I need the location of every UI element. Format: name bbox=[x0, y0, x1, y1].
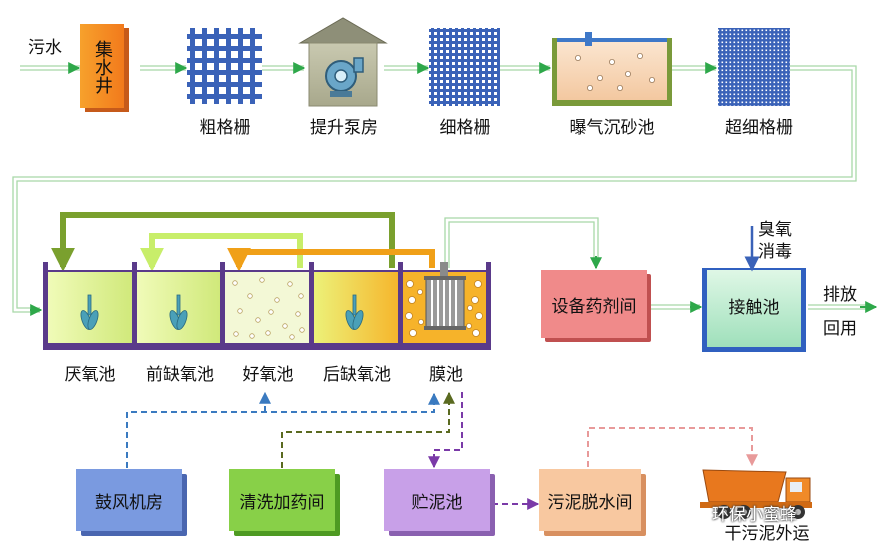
return-line-outer bbox=[51, 212, 395, 272]
sludge-discharge-line bbox=[428, 392, 463, 469]
main-flow-pipe bbox=[12, 65, 870, 313]
cleaning-room-label: 清洗加药间 bbox=[239, 492, 325, 513]
dewatering-room-box: 污泥脱水间 bbox=[539, 469, 646, 536]
collection-well-label: 集水井 bbox=[92, 40, 113, 94]
sludge-tank-label: 贮泥池 bbox=[411, 492, 463, 513]
dry-sludge-line bbox=[587, 427, 758, 467]
blower-room-label: 鼓风机房 bbox=[95, 492, 163, 513]
mixer-icon bbox=[345, 294, 364, 330]
inflow-label: 污水 bbox=[28, 38, 62, 58]
mixer-icon bbox=[169, 294, 188, 330]
reuse-label: 回用 bbox=[823, 319, 857, 339]
chemical-cleaning-line bbox=[281, 391, 455, 468]
tank-label-anaerobic: 厌氧池 bbox=[64, 365, 116, 385]
air-supply-line bbox=[126, 392, 440, 468]
blower-room-box: 鼓风机房 bbox=[76, 469, 187, 536]
contact-tank-icon bbox=[702, 268, 806, 352]
coarse-screen-label: 粗格栅 bbox=[199, 118, 251, 138]
watermark: 环保小蜜蜂 bbox=[712, 505, 797, 525]
fine-screen-label: 细格栅 bbox=[439, 118, 491, 138]
pump-house-label: 提升泵房 bbox=[310, 118, 378, 138]
discharge-label: 排放 bbox=[823, 285, 857, 305]
tank-row bbox=[43, 262, 491, 350]
equipment-room-box: 设备药剂间 bbox=[541, 270, 651, 342]
mixer-icon bbox=[80, 294, 99, 330]
sludge-tank-box: 贮泥池 bbox=[384, 469, 495, 536]
collection-well bbox=[80, 24, 129, 112]
grit-chamber-label: 曝气沉砂池 bbox=[569, 118, 655, 138]
contact-tank-label: 接触池 bbox=[728, 298, 780, 318]
pump-house-icon bbox=[298, 17, 388, 107]
membrane-module-icon bbox=[424, 262, 466, 330]
tank-label-pre-anoxic: 前缺氧池 bbox=[146, 365, 214, 385]
tank-label-post-anoxic: 后缺氧池 bbox=[323, 365, 391, 385]
membrane-bubbles bbox=[405, 280, 483, 337]
truck-icon bbox=[700, 469, 812, 519]
grit-chamber-icon bbox=[552, 32, 672, 106]
tank-label-aerobic: 好氧池 bbox=[242, 365, 294, 385]
ultrafine-screen-label: 超细格栅 bbox=[725, 118, 793, 138]
ultrafine-screen-icon bbox=[718, 28, 790, 106]
cleaning-room-box: 清洗加药间 bbox=[229, 469, 340, 536]
flow-arrowheads bbox=[30, 62, 878, 316]
dewatering-room-label: 污泥脱水间 bbox=[547, 492, 633, 513]
coarse-screen-icon bbox=[187, 28, 262, 104]
equipment-room-label: 设备药剂间 bbox=[551, 296, 637, 317]
tank-label-membrane: 膜池 bbox=[429, 365, 463, 385]
aeration-bubbles bbox=[232, 277, 305, 340]
fine-screen-icon bbox=[429, 28, 500, 106]
return-line-inner bbox=[227, 247, 435, 272]
dry-sludge-label: 干污泥外运 bbox=[724, 524, 810, 544]
ozone-label: 臭氧消毒 bbox=[758, 220, 792, 262]
